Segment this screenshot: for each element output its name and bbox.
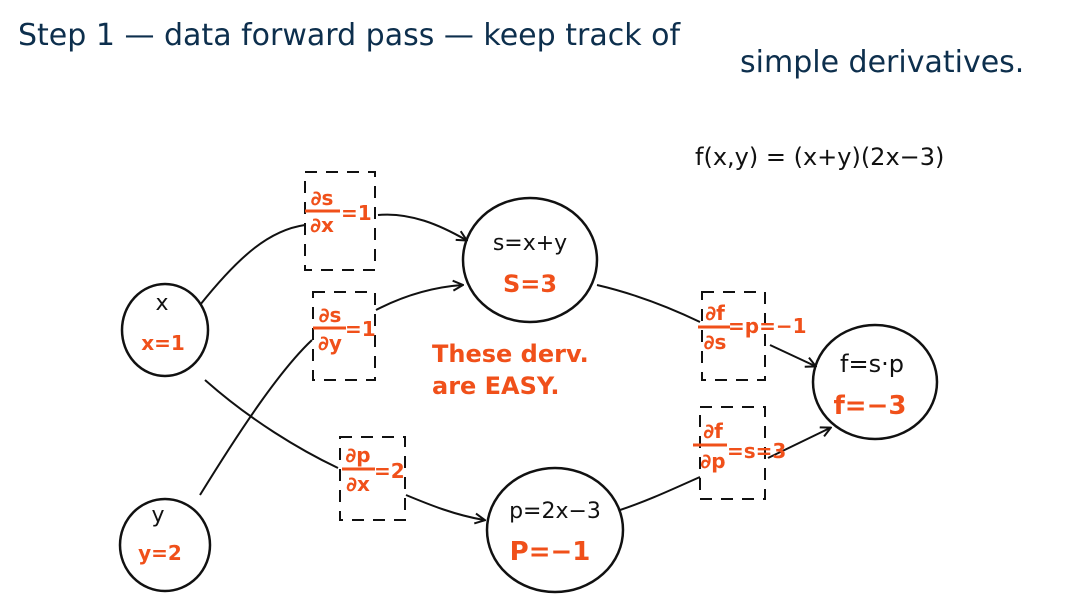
node-f-label: f=s·p: [840, 350, 904, 378]
df-ds-value: =p=−1: [728, 314, 807, 338]
ds-dx-value: =1: [341, 201, 372, 225]
note-line-1: These derv.: [432, 340, 589, 368]
node-y-label: y: [151, 503, 164, 528]
node-s-value: S=3: [503, 270, 557, 298]
node-y-value: y=2: [138, 541, 182, 565]
ds-dy-numerator: ∂s: [319, 303, 342, 327]
node-p: p=2x−3 P=−1: [485, 466, 625, 594]
edge-x-to-p-arrow: [405, 494, 484, 520]
dp-dx-numerator: ∂p: [345, 443, 370, 467]
node-p-label: p=2x−3: [509, 499, 601, 524]
edge-x-to-s-arrow: [377, 213, 466, 240]
node-f-value: f=−3: [834, 391, 907, 421]
title-line-1: Step 1 — data forward pass — keep track …: [18, 18, 681, 53]
ds-dx-numerator: ∂s: [311, 186, 334, 210]
node-x: x x=1: [120, 282, 210, 378]
note-line-2: are EASY.: [432, 372, 559, 400]
edge-s-to-f: [596, 284, 701, 323]
edge-x-to-p: [204, 379, 339, 469]
edge-p-to-f-arrow: [767, 428, 830, 459]
df-dp-numerator: ∂f: [703, 419, 723, 443]
node-y: y y=2: [118, 497, 212, 593]
derivative-df-dp: ∂f ∂p =s=3: [693, 406, 786, 500]
function-equation: f(x,y) = (x+y)(2x−3): [695, 143, 944, 171]
df-ds-denominator: ∂s: [704, 330, 727, 354]
ds-dx-denominator: ∂x: [310, 213, 334, 237]
derivative-df-ds: ∂f ∂s =p=−1: [698, 291, 807, 381]
derivative-dp-dx: ∂p ∂x =2: [339, 436, 406, 521]
ds-dy-value: =1: [345, 317, 376, 341]
node-s: s=x+y S=3: [461, 196, 599, 324]
node-p-value: P=−1: [510, 537, 591, 567]
title-line-2: simple derivatives.: [740, 45, 1024, 80]
node-x-label: x: [155, 291, 168, 316]
ds-dy-denominator: ∂y: [318, 331, 342, 355]
dp-dx-value: =2: [374, 459, 405, 483]
derivative-ds-dy: ∂s ∂y =1: [312, 291, 376, 381]
edge-y-to-s: [199, 339, 313, 496]
edge-p-to-f: [619, 476, 701, 511]
derivative-ds-dx: ∂s ∂x =1: [304, 171, 376, 271]
dp-dx-denominator: ∂x: [346, 472, 370, 496]
df-dp-denominator: ∂p: [700, 449, 725, 473]
df-dp-value: =s=3: [727, 439, 786, 463]
node-x-value: x=1: [141, 331, 185, 355]
edge-s-to-f-arrow: [769, 344, 815, 366]
node-f: f=s·p f=−3: [811, 323, 939, 441]
edge-y-to-s-arrow: [375, 285, 462, 311]
df-ds-numerator: ∂f: [705, 301, 725, 325]
edge-x-to-s: [199, 224, 306, 306]
node-s-label: s=x+y: [493, 231, 567, 256]
